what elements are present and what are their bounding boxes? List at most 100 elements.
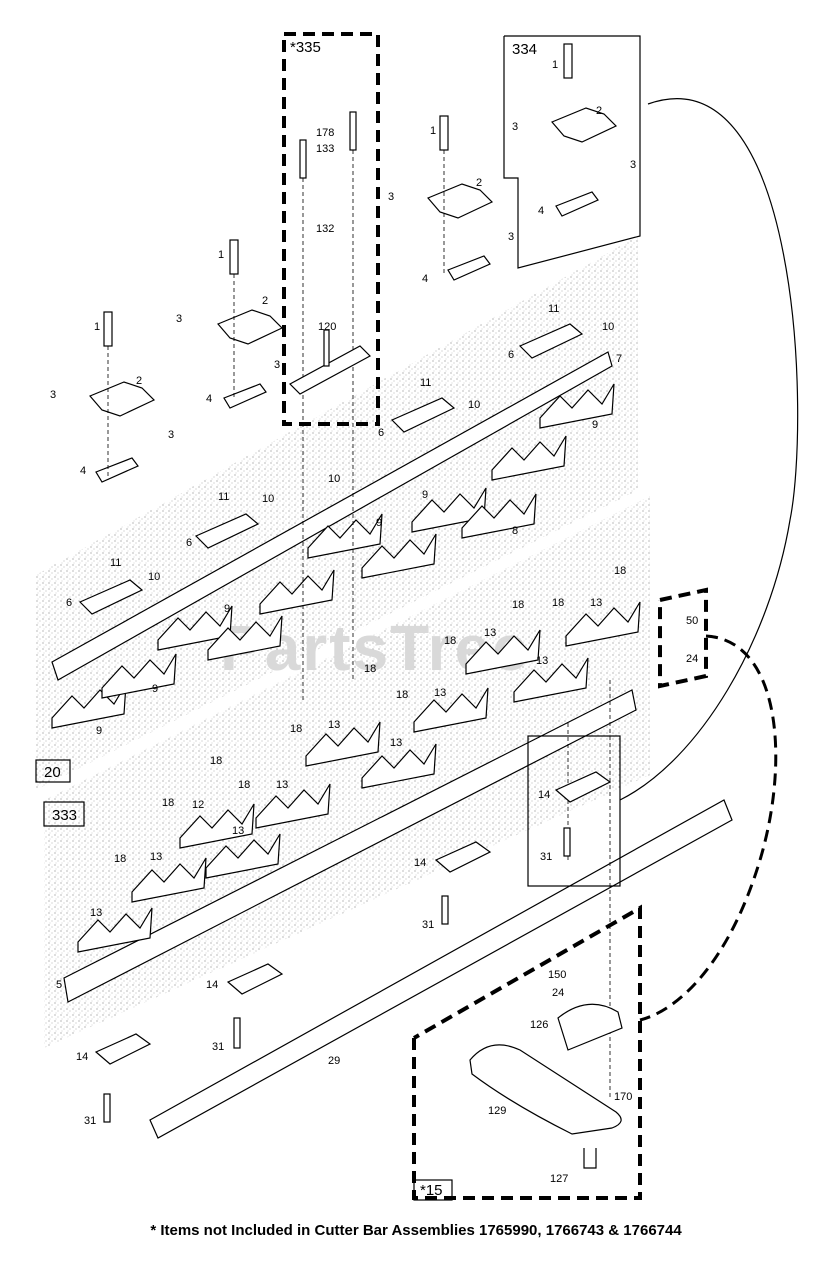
part-labels: 1 1 1 1 2 2 2 2 3 3 3 3 3 3 3 3 4 4 4 4 …: [50, 59, 698, 1185]
label-9: 9: [96, 725, 102, 737]
label-13: 13: [90, 907, 102, 919]
knife-sections-upper: [51, 383, 615, 729]
label-13: 13: [328, 719, 340, 731]
box-label-335: *335: [290, 39, 321, 56]
bracket-127: [583, 1148, 597, 1169]
label-10: 10: [262, 493, 274, 505]
label-31: 31: [422, 919, 434, 931]
label-31: 31: [540, 851, 552, 863]
label-8: 8: [512, 525, 518, 537]
box-label-333: 333: [52, 807, 77, 824]
box-14-31-border: [527, 735, 621, 887]
label-9: 9: [592, 419, 598, 431]
box-15-border: [412, 904, 642, 1200]
box-label-20: 20: [44, 764, 61, 781]
box-label-15: *15: [420, 1182, 443, 1199]
label-129: 129: [488, 1105, 506, 1117]
label-5: 5: [56, 979, 62, 991]
label-3: 3: [176, 313, 182, 325]
hold-down-clips: [78, 323, 584, 615]
label-3: 3: [512, 121, 518, 133]
label-9: 9: [152, 683, 158, 695]
upper-knife-bar: [51, 351, 613, 681]
label-14: 14: [76, 1051, 88, 1063]
guard-120: [289, 345, 371, 395]
label-13: 13: [276, 779, 288, 791]
label-2: 2: [136, 375, 142, 387]
label-133: 133: [316, 143, 334, 155]
label-18: 18: [614, 565, 626, 577]
label-13: 13: [232, 825, 244, 837]
label-1: 1: [430, 125, 436, 137]
label-1: 1: [94, 321, 100, 333]
label-3: 3: [274, 359, 280, 371]
label-13: 13: [536, 655, 548, 667]
label-14: 14: [538, 789, 550, 801]
guard-bar: [149, 799, 733, 1139]
label-4: 4: [206, 393, 212, 405]
label-11: 11: [420, 377, 431, 389]
connector-334-to-14: [619, 98, 799, 801]
assembly-333-region: [44, 496, 650, 1048]
knife-sections-lower: [77, 601, 641, 953]
label-13: 13: [434, 687, 446, 699]
label-50: 50: [686, 615, 698, 627]
label-120: 120: [318, 321, 336, 333]
label-10: 10: [328, 473, 340, 485]
label-31: 31: [212, 1041, 224, 1053]
label-18: 18: [512, 599, 524, 611]
label-11: 11: [548, 303, 559, 315]
label-170: 170: [614, 1091, 632, 1103]
label-4: 4: [422, 273, 428, 285]
label-3: 3: [168, 429, 174, 441]
guard-120-pin: [323, 329, 330, 367]
label-2: 2: [262, 295, 268, 307]
label-7: 7: [616, 353, 622, 365]
label-2: 2: [596, 105, 602, 117]
label-6: 6: [508, 349, 514, 361]
label-9: 9: [422, 489, 428, 501]
label-13: 13: [390, 737, 402, 749]
label-14: 14: [206, 979, 218, 991]
label-10: 10: [602, 321, 614, 333]
label-6: 6: [66, 597, 72, 609]
box-15-label-frame: [413, 1179, 453, 1201]
label-4: 4: [80, 465, 86, 477]
label-18: 18: [396, 689, 408, 701]
label-10: 10: [468, 399, 480, 411]
bolts: [103, 43, 573, 347]
clamp-126: [557, 1003, 623, 1051]
label-6: 6: [186, 537, 192, 549]
label-13: 13: [590, 597, 602, 609]
label-178: 178: [316, 127, 334, 139]
label-132: 132: [316, 223, 334, 235]
connector-50-to-15: [639, 634, 778, 1022]
label-14: 14: [414, 857, 426, 869]
box-335-border: [282, 32, 380, 426]
box-333-border: [43, 801, 85, 827]
label-13: 13: [484, 627, 496, 639]
label-18: 18: [444, 635, 456, 647]
label-18: 18: [364, 663, 376, 675]
label-31: 31: [84, 1115, 96, 1127]
label-11: 11: [218, 491, 229, 503]
label-18: 18: [290, 723, 302, 735]
label-126: 126: [530, 1019, 548, 1031]
label-3: 3: [50, 389, 56, 401]
lifter-129: [469, 1044, 622, 1135]
label-6: 6: [378, 427, 384, 439]
box-334-border: [503, 35, 641, 269]
label-29: 29: [328, 1055, 340, 1067]
label-3: 3: [630, 159, 636, 171]
label-150: 150: [548, 969, 566, 981]
label-18: 18: [210, 755, 222, 767]
wear-plates: [94, 771, 612, 1123]
label-18: 18: [114, 853, 126, 865]
label-24: 24: [552, 987, 564, 999]
label-3: 3: [508, 231, 514, 243]
label-1: 1: [218, 249, 224, 261]
label-24: 24: [686, 653, 698, 665]
label-9: 9: [224, 603, 230, 615]
label-4: 4: [538, 205, 544, 217]
